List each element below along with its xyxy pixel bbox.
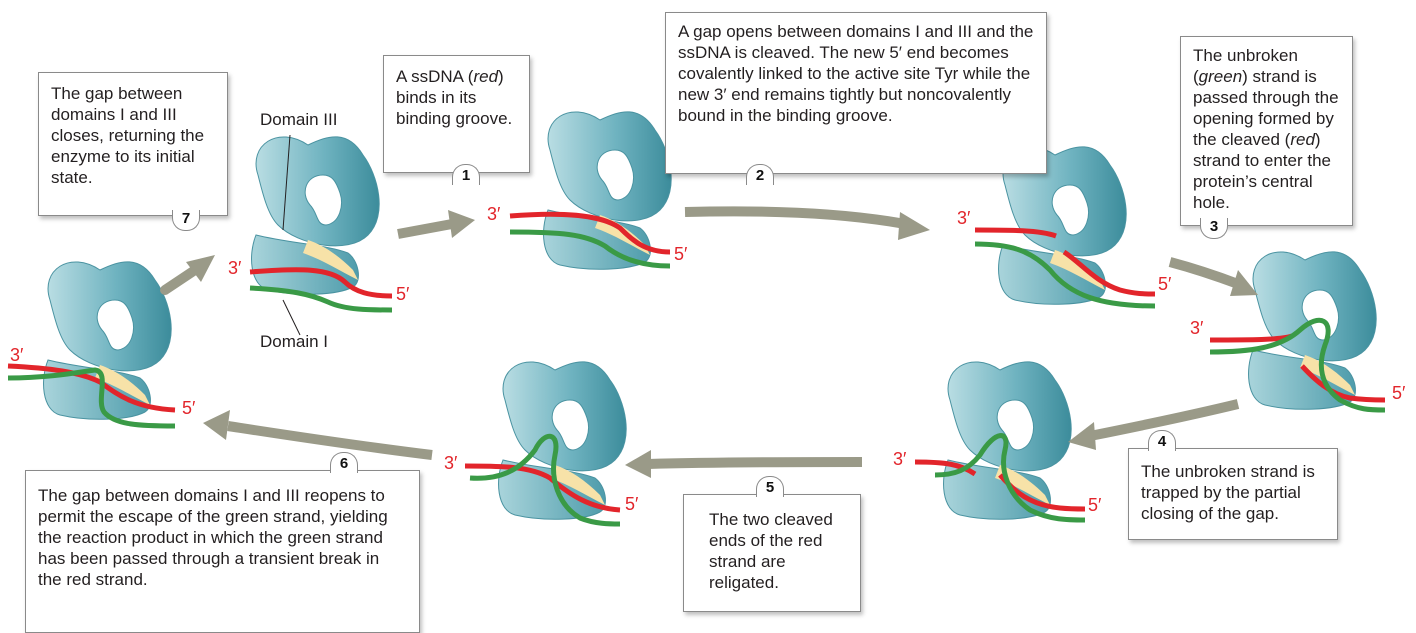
label-5prime-6: 5′	[182, 398, 196, 418]
step-3-text-post: ) strand to enter the protein’s central …	[1193, 130, 1331, 212]
callout-step-4: The unbroken strand is trapped by the pa…	[1128, 448, 1338, 540]
step-4-text: The unbroken strand is trapped by the pa…	[1141, 462, 1315, 523]
arrow-5-to-6	[203, 410, 433, 460]
domain-iii-pointer	[282, 134, 291, 231]
step-3-text-mid: ) strand is passed through the opening f…	[1193, 67, 1339, 149]
step-1-text-post: ) binds in its binding groove.	[396, 67, 513, 128]
callout-step-5: The two cleaved ends of the red strand a…	[683, 494, 861, 612]
step-number-1: 1	[452, 164, 480, 185]
callout-step-1: A ssDNA (red) binds in its binding groov…	[383, 55, 530, 173]
arrow-initial-to-1	[397, 210, 475, 239]
step-number-3: 3	[1200, 218, 1228, 239]
red-strand-1	[509, 211, 671, 255]
domain-i-label: Domain I	[260, 332, 329, 351]
green-strand-6	[7, 367, 176, 429]
domain-i-pointer	[282, 299, 301, 336]
callout-step-6: The gap between domains I and III reopen…	[25, 470, 420, 633]
label-5prime-2: 5′	[1158, 274, 1172, 294]
label-5prime-4: 5′	[1088, 495, 1102, 515]
red-strand-2b	[1062, 249, 1156, 297]
step-2-text: A gap opens between domains I and III an…	[678, 22, 1034, 125]
arrow-3-to-4	[1068, 399, 1240, 450]
step-3-text-em: green	[1198, 67, 1243, 86]
green-strand-initial	[249, 285, 393, 313]
red-strand-initial	[249, 267, 393, 299]
arrow-4-to-5	[625, 450, 863, 478]
label-3prime-2: 3′	[957, 208, 971, 228]
step-3-text-pre: The unbroken (	[1193, 46, 1298, 86]
green-strand-1	[509, 229, 671, 269]
step-6-text: The gap between domains I and III reopen…	[38, 486, 388, 589]
label-3prime-3: 3′	[1190, 318, 1204, 338]
label-3prime-6: 3′	[10, 345, 24, 365]
red-strand-3b	[1300, 364, 1386, 403]
label-5prime-1: 5′	[674, 244, 688, 264]
red-strand-2a	[974, 227, 1057, 239]
domain-iii-label: Domain III	[260, 110, 338, 129]
green-strand-4	[934, 433, 1086, 523]
red-strand-3a	[1209, 333, 1293, 343]
step-number-6: 6	[330, 452, 358, 473]
label-5prime-initial: 5′	[396, 284, 410, 304]
step-1-text-em: red	[473, 67, 499, 86]
label-3prime-1: 3′	[487, 204, 501, 224]
green-strand-5	[469, 433, 621, 527]
red-strand-5	[464, 463, 621, 513]
step-3-text-em2: red	[1290, 130, 1315, 149]
step-7-text: The gap between domains I and III closes…	[51, 84, 205, 187]
arrow-2-to-3	[1168, 257, 1258, 296]
callout-step-2: A gap opens between domains I and III an…	[665, 12, 1047, 174]
arrow-1-to-2	[684, 206, 930, 240]
label-3prime-initial: 3′	[228, 258, 242, 278]
red-strand-4a	[914, 459, 977, 477]
step-number-7: 7	[172, 210, 200, 231]
step-number-4: 4	[1148, 430, 1176, 451]
label-5prime-5: 5′	[625, 494, 639, 514]
step-5-text: The two cleaved ends of the red strand a…	[709, 510, 833, 592]
green-strand-2	[974, 241, 1156, 309]
green-strand-3	[1209, 317, 1386, 413]
callout-step-3: The unbroken (green) strand is passed th…	[1180, 36, 1353, 226]
step-number-2: 2	[746, 164, 774, 185]
enzyme-state-6	[43, 261, 172, 420]
label-3prime-4: 3′	[893, 449, 907, 469]
step-number-5: 5	[756, 476, 784, 497]
callout-step-7: The gap between domains I and III closes…	[38, 72, 228, 216]
label-5prime-3: 5′	[1392, 383, 1406, 403]
cycle-arrows	[160, 206, 1258, 478]
step-1-text-pre: A ssDNA (	[396, 67, 474, 86]
label-3prime-5: 3′	[444, 453, 458, 473]
enzyme-state-3	[1248, 251, 1377, 410]
arrow-7-to-initial	[160, 255, 215, 295]
